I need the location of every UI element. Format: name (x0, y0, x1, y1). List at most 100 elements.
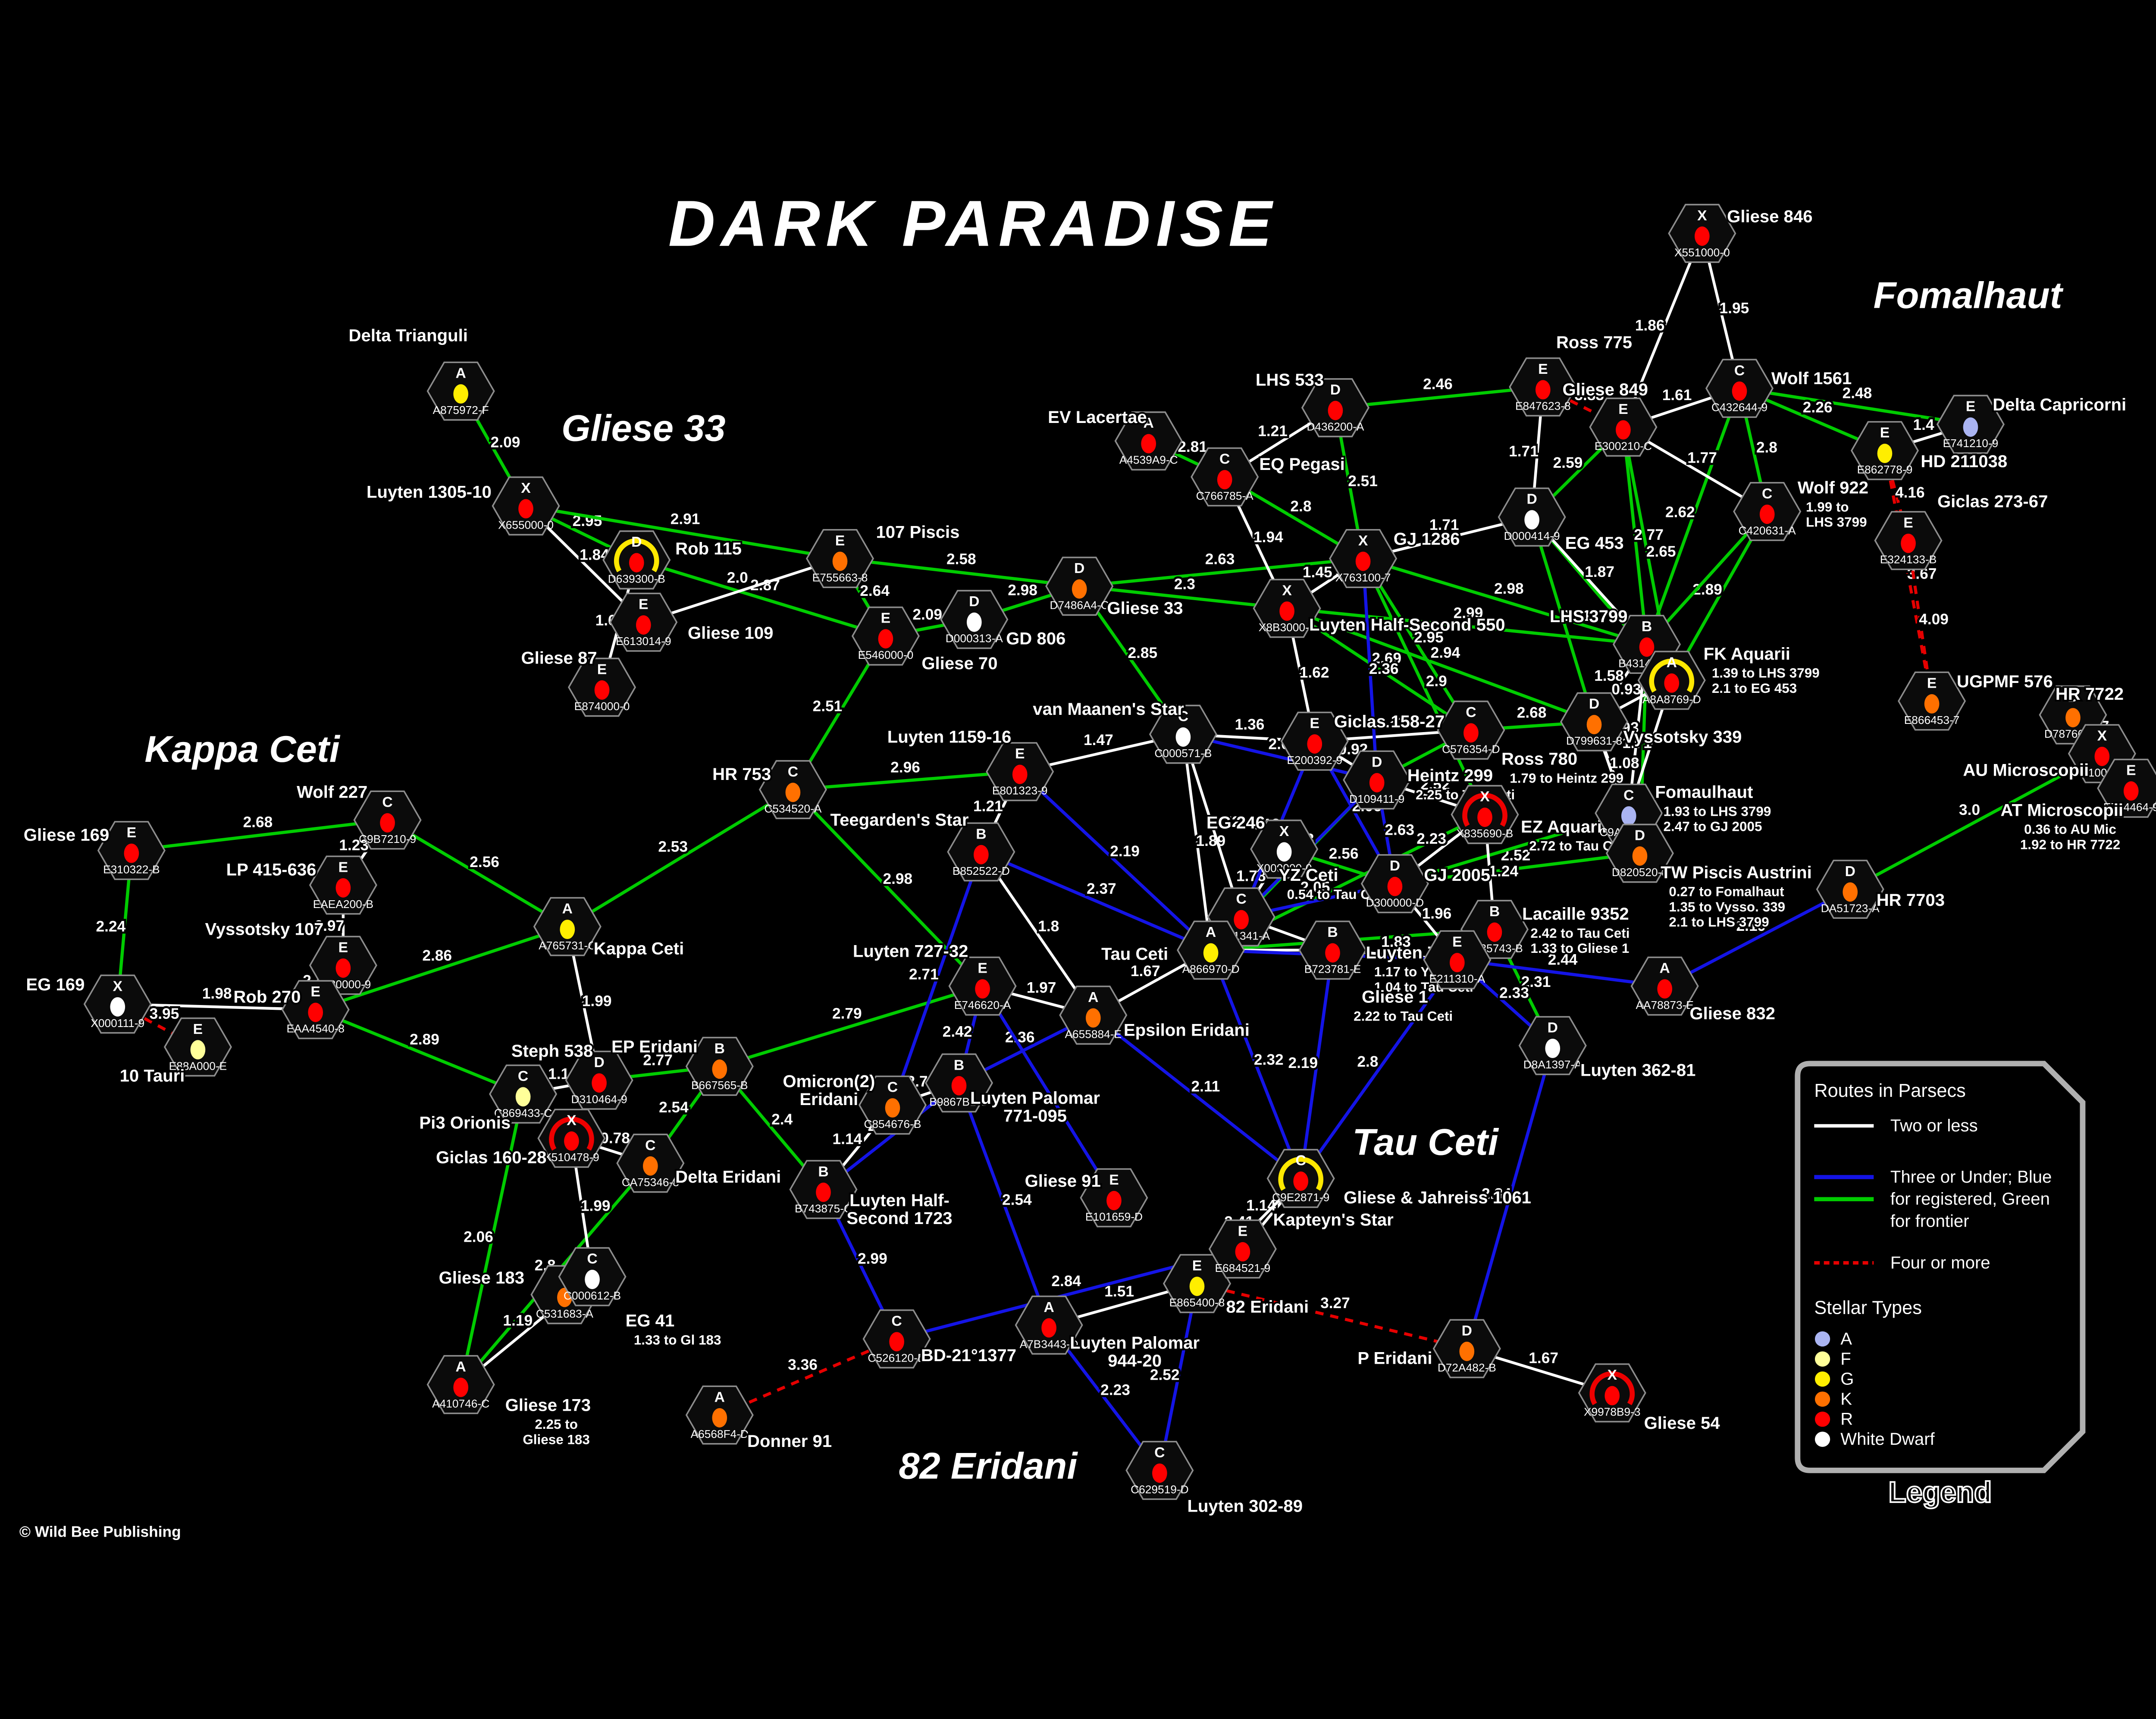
star-name: Vyssotsky 339 (1623, 727, 1742, 746)
route-distance-label: 2.3 (1174, 576, 1195, 592)
star-foma[interactable]: CC9A4615-AFomaulhaut1.93 to LHS 37992.47… (1595, 781, 1773, 843)
uwp-code: C531683-A (536, 1307, 593, 1320)
uwp-code: C9B7210-9 (359, 833, 416, 845)
route-distance-label: 2.65 (1646, 543, 1676, 560)
star-dot-R (335, 878, 351, 898)
star-name: Ross 780 (1501, 750, 1577, 769)
star-name: Lacaille 9352 (1522, 905, 1629, 924)
route-distance-label: 1.8 (1038, 918, 1059, 935)
uwp-code: X835690-B (1457, 827, 1514, 840)
star-dot-R (1141, 434, 1156, 454)
star-name: Pi3 Orionis (419, 1114, 511, 1133)
star-name: Gliese 169 (24, 826, 109, 845)
uwp-code: C420631-A (1739, 524, 1796, 537)
route-distance-label: 0.93 (1611, 681, 1641, 698)
red-zone-arc (1589, 1371, 1635, 1406)
uwp-code: E101659-D (1085, 1210, 1143, 1223)
route-gliese1-gj1061 (1299, 959, 1459, 1180)
star-dot-R (636, 615, 651, 635)
route-distance-label: 2.68 (243, 814, 273, 830)
starport-class: D (1372, 754, 1382, 770)
starport-class: D (594, 1055, 604, 1071)
star-dot-R (594, 680, 610, 700)
route-l727-gl91 (981, 985, 1116, 1199)
starport-class: E (127, 825, 136, 841)
